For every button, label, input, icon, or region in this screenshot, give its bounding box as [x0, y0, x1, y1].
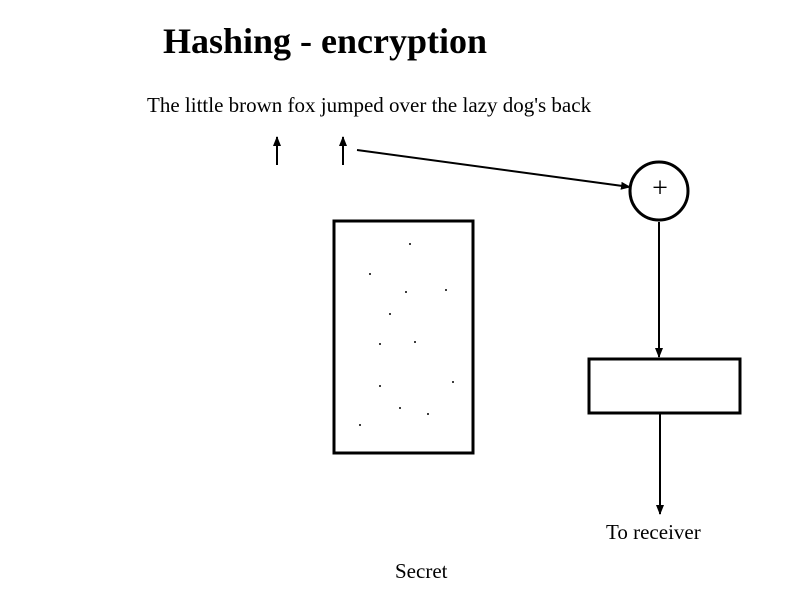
secret-key-dots — [359, 243, 454, 426]
plus-icon: + — [652, 173, 668, 204]
hash-function-box — [587, 357, 742, 415]
input-arrow — [356, 149, 631, 190]
secret-label: Secret — [395, 559, 448, 583]
slide-title: Hashing - encryption — [163, 21, 488, 61]
secret-key-box — [332, 219, 475, 455]
to-receiver-label: To receiver — [606, 520, 701, 544]
combine-circle — [628, 160, 690, 222]
plaintext-sentence: The little brown fox jumped over the laz… — [147, 93, 592, 117]
